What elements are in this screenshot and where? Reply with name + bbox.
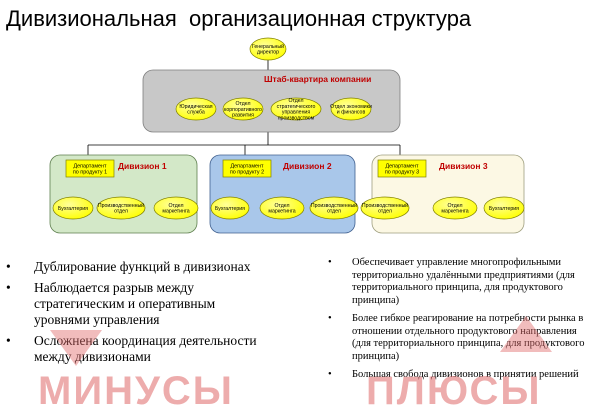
minus-item: •Дублирование функций в дивизионах — [6, 259, 251, 274]
minus-item: •Осложнена координация деятельности межд… — [6, 333, 257, 364]
pluses-watermark: ПЛЮСЫ — [366, 369, 542, 413]
division-title: Дивизион 1 — [118, 161, 167, 171]
pluses-list: •Обеспечивает управление многопрофильным… — [326, 257, 586, 388]
down-arrow-icon — [50, 330, 102, 366]
minuses-watermark: МИНУСЫ — [38, 369, 234, 413]
minus-item: •Наблюдается разрыв между стратегическим… — [6, 280, 216, 327]
node-label: Бухгалтерия — [58, 206, 88, 212]
plus-item: •Более гибкое реагирование на потребност… — [328, 313, 585, 362]
page-title: Дивизиональная организационная структура — [6, 6, 472, 31]
division-unit-node: Бухгалтерия — [52, 196, 94, 220]
minuses-list: •Дублирование функций в дивизионах •Набл… — [4, 259, 274, 370]
plus-item: •Обеспечивает управление многопрофильным… — [328, 257, 575, 306]
division-title: Дивизион 2 — [283, 161, 332, 171]
plus-item: •Большая свобода дивизионов в принятии р… — [328, 369, 579, 380]
division-unit-node: Бухгалтерия — [210, 196, 250, 220]
division-unit-node: Бухгалтерия — [483, 196, 525, 220]
up-arrow-icon — [500, 316, 552, 352]
hq-title: Штаб-квартира компании — [264, 74, 371, 84]
node-label: Бухгалтерия — [489, 206, 519, 212]
division-title: Дивизион 3 — [439, 161, 488, 171]
node-label: Бухгалтерия — [215, 206, 245, 212]
